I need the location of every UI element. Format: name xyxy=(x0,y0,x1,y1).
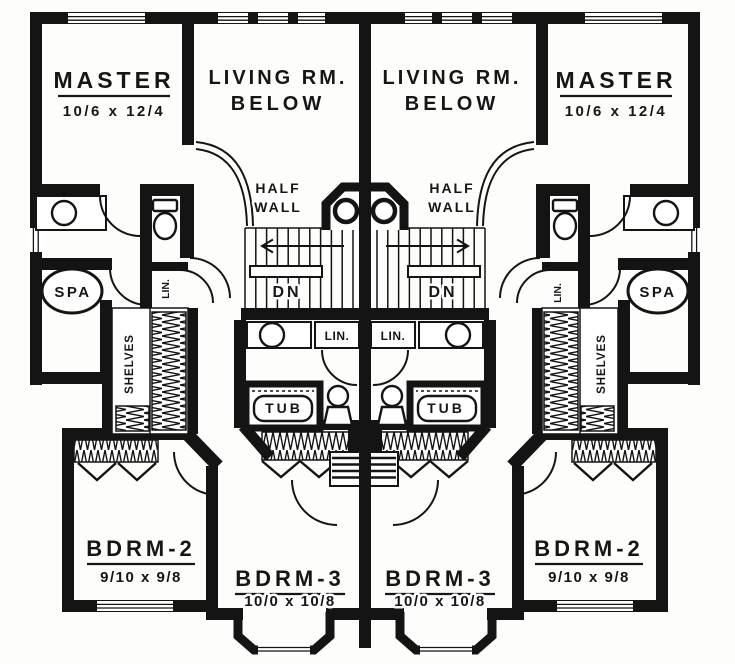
room-label-master-left: MASTER xyxy=(53,67,174,93)
linen-label-left: LIN. xyxy=(325,329,350,343)
half-wall-label-right-2: WALL xyxy=(428,199,476,215)
half-wall-label-left-1: HALF xyxy=(255,180,300,196)
room-dims-master-left: 10/6 x 12/4 xyxy=(63,103,166,120)
linen-closet-label-right: LIN. xyxy=(552,283,564,303)
labels: MASTER 10/6 x 12/4 LIVING RM. BELOW HALF… xyxy=(52,67,677,613)
tub-label-right: TUB xyxy=(427,400,465,416)
room-label-bdrm3-right: BDRM-3 xyxy=(385,566,495,591)
stairs-dn-label-right: DN xyxy=(428,284,457,301)
party-wall xyxy=(359,24,371,648)
half-wall-label-right-1: HALF xyxy=(429,180,474,196)
room-label-living-right-2: BELOW xyxy=(405,93,499,115)
room-label-bdrm3-left: BDRM-3 xyxy=(235,566,345,591)
linen-closet-label-left: LIN. xyxy=(160,279,172,299)
room-dims-bdrm3-right: 10/0 x 10/8 xyxy=(394,593,486,610)
room-label-living-left-1: LIVING RM. xyxy=(209,67,348,89)
room-dims-bdrm3-left: 10/0 x 10/8 xyxy=(244,593,336,610)
stairs-dn-label-left: DN xyxy=(272,284,301,301)
room-label-living-right-1: LIVING RM. xyxy=(383,67,522,89)
shelves-label-left: SHELVES xyxy=(124,334,136,394)
room-label-living-left-2: BELOW xyxy=(231,93,325,115)
room-label-master-right: MASTER xyxy=(555,67,676,93)
room-dims-bdrm2-left: 9/10 x 9/8 xyxy=(100,569,182,586)
shelves-label-right: SHELVES xyxy=(596,334,608,394)
spa-label-left: SPA xyxy=(54,284,91,301)
spa-label-right: SPA xyxy=(639,284,676,301)
half-wall-label-left-2: WALL xyxy=(254,199,302,215)
tub-label-left: TUB xyxy=(265,400,303,416)
room-dims-master-right: 10/6 x 12/4 xyxy=(565,103,668,120)
room-dims-bdrm2-right: 9/10 x 9/8 xyxy=(548,569,630,586)
room-label-bdrm2-left: BDRM-2 xyxy=(86,536,196,561)
linen-label-right: LIN. xyxy=(381,329,406,343)
room-label-bdrm2-right: BDRM-2 xyxy=(534,536,644,561)
